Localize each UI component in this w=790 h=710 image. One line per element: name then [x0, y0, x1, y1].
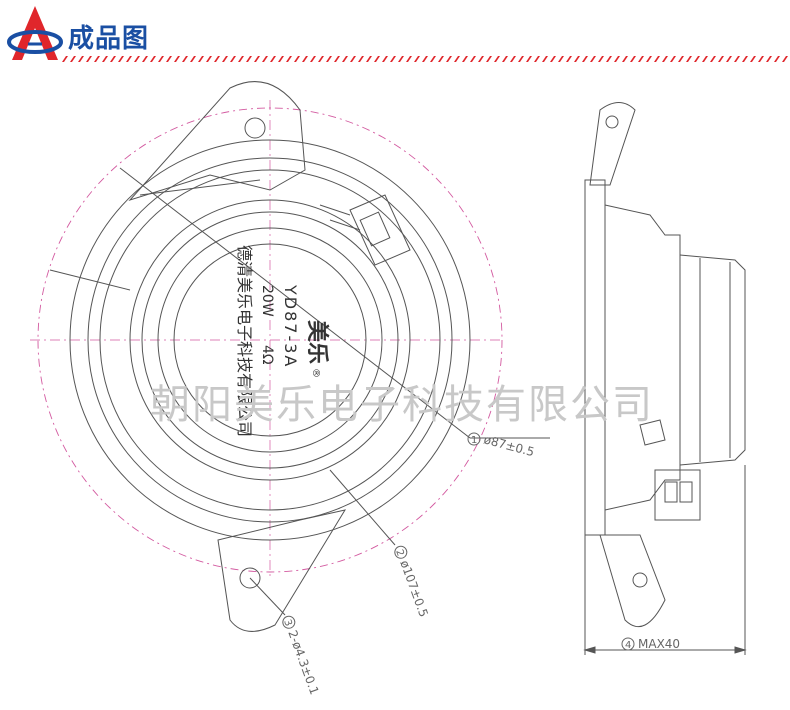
label-model: YD87-3A — [281, 284, 300, 368]
divider — [62, 56, 790, 62]
leader-hole — [249, 577, 286, 616]
cone-ring — [129, 199, 411, 481]
leader-dia107 — [329, 469, 396, 546]
speaker-technical-drawing: 美乐 ® YD87-3A 20W 4Ω 德清美乐电子科技有限公司 1 ø87±0… — [30, 81, 747, 697]
bottom-mounting-ear — [217, 509, 347, 632]
front-terminal-connector — [349, 194, 411, 266]
side-view-bottom-ear — [599, 534, 666, 628]
label-registered: ® — [310, 368, 321, 378]
dim-text-holes: 2-ø4.3±0.1 — [285, 628, 321, 696]
magnet-ring — [157, 227, 383, 453]
side-view-flange — [584, 179, 606, 536]
dim-num-3: 3 — [281, 618, 294, 628]
dim-num-2: 2 — [393, 548, 406, 558]
label-company: 德清美乐电子科技有限公司 — [235, 245, 254, 437]
leader-dia87 — [119, 167, 471, 439]
frame-outer-ring — [69, 139, 471, 541]
dim-num-1: 1 — [471, 435, 477, 446]
top-mounting-ear — [128, 81, 306, 202]
header: 成品图 — [0, 0, 790, 70]
dim-num-4: 4 — [625, 640, 631, 651]
side-view-magnet — [679, 254, 746, 466]
watermark: 朝阳美乐电子科技有限公司 — [150, 382, 654, 428]
top-mounting-hole — [244, 117, 266, 139]
side-view-basket — [604, 204, 681, 511]
label-power: 20W — [259, 285, 275, 317]
label-impedance: 4Ω — [259, 345, 275, 365]
label-brand: 美乐 — [304, 320, 330, 364]
side-view-top-ear — [589, 102, 636, 186]
company-logo-icon — [7, 6, 63, 60]
page-title: 成品图 — [68, 24, 150, 54]
dim-text-dia107: ø107±0.5 — [397, 558, 430, 619]
speaker-label: 美乐 ® YD87-3A 20W 4Ω 德清美乐电子科技有限公司 — [235, 245, 330, 437]
side-view-terminal — [639, 419, 666, 446]
dim-text-max40: MAX40 — [638, 637, 680, 651]
dim-text-dia87: ø87±0.5 — [482, 432, 536, 459]
bottom-mounting-hole — [239, 567, 261, 589]
